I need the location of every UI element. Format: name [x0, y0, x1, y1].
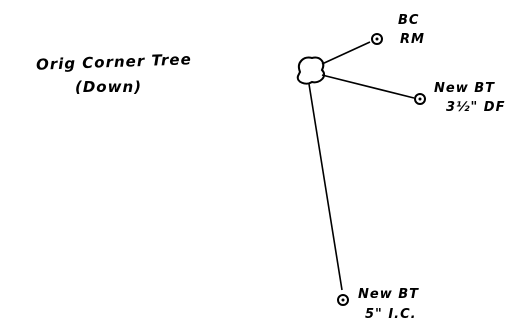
new-bt-df-label-line1: New BT — [434, 81, 496, 96]
new-bt-ic-label-line1: New BT — [358, 287, 420, 302]
new-bt-ic-label-line2: 5" I.C. — [365, 307, 417, 322]
new-bt-ic-marker — [337, 294, 349, 306]
line-to-new-bt-df — [321, 74, 415, 99]
line-to-bc-rm — [321, 41, 371, 65]
bc-rm-label-line2: RM — [400, 32, 425, 47]
corner-tree-symbol — [296, 56, 326, 85]
bc-rm-marker — [371, 33, 383, 45]
bc-rm-label-line1: BC — [398, 13, 420, 28]
new-bt-df-marker — [414, 93, 426, 105]
new-bt-df-label-line2: 3½" DF — [446, 100, 506, 115]
line-to-new-bt-ic — [308, 83, 343, 291]
corner-label-line2: (Down) — [75, 78, 143, 96]
